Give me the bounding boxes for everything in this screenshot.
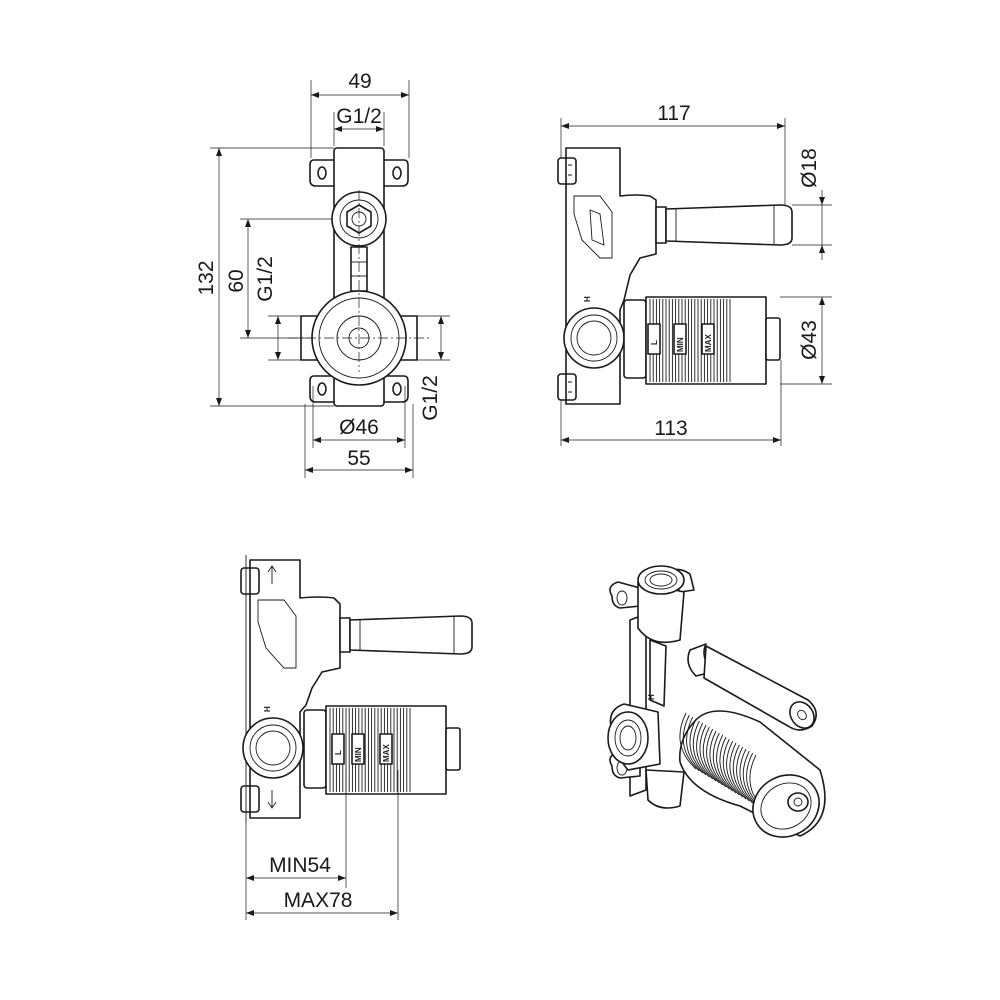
side-cartridge-cap — [765, 317, 781, 361]
cartridge-ridge — [699, 724, 717, 782]
install-cold-tag — [331, 733, 345, 765]
iso-hot-mark: H — [647, 694, 656, 700]
iso-top-body — [637, 581, 685, 644]
front-side-port-label: G1/2 — [254, 256, 277, 302]
side-rod — [665, 204, 793, 246]
cartridge-ridge — [729, 742, 747, 800]
side-view: L MIN MAX H 117 Ø18 Ø43 113 — [557, 102, 832, 446]
cartridge-ridge — [712, 732, 730, 790]
side-rod-diameter-label: Ø18 — [798, 148, 821, 188]
install-min-tag — [351, 733, 365, 765]
iso-view: H — [607, 565, 826, 838]
install-inlet — [242, 717, 304, 779]
install-cartridge-cap — [445, 727, 461, 771]
side-ear-bottom — [557, 373, 577, 401]
install-frame — [249, 559, 341, 819]
iso-cartridge-cap — [787, 792, 809, 812]
front-ear-hole — [392, 382, 402, 396]
front-view: 49 G1/2 132 60 G1/2 G1/2 — [195, 70, 450, 478]
front-ear-top-left — [309, 159, 335, 187]
front-ear-hole — [317, 382, 327, 396]
front-top-width-label: 49 — [348, 70, 371, 93]
side-ear-top — [557, 157, 577, 185]
side-max-mark: MAX — [704, 334, 713, 352]
install-ear-top — [240, 567, 260, 595]
cartridge-ridge — [732, 744, 750, 802]
cartridge-ridge — [736, 746, 753, 804]
side-cartridge-diameter-label: Ø43 — [798, 320, 821, 360]
install-rod — [349, 615, 473, 655]
front-ear-hole — [392, 166, 402, 180]
side-rod-collar — [655, 206, 667, 244]
install-rod-collar — [339, 617, 351, 653]
iso-rod — [703, 645, 817, 731]
cartridge-ridge — [679, 712, 697, 770]
install-max-mark: MAX — [382, 744, 391, 762]
front-body-diameter-label: Ø46 — [339, 416, 379, 439]
cartridge-ridge — [719, 736, 737, 794]
install-hot-mark: H — [263, 706, 272, 712]
side-max-tag — [701, 323, 715, 355]
arrow-down-icon — [267, 790, 277, 809]
cartridge-ridge — [682, 714, 700, 772]
cartridge-ridge — [706, 728, 723, 786]
cartridge-ridge — [689, 718, 707, 776]
side-cold-tag — [647, 323, 661, 355]
install-view: L MIN MAX H MIN54 MAX78 — [240, 555, 473, 920]
iso-neck — [649, 639, 667, 707]
front-bottom-width-label: 55 — [347, 447, 370, 470]
side-hot-mark: H — [583, 296, 592, 302]
install-cartridge-base — [303, 709, 327, 789]
install-max-depth-label: MAX78 — [284, 889, 353, 912]
front-total-height-label: 132 — [195, 260, 218, 295]
front-ear-top-right — [383, 159, 409, 187]
front-top-port-label: G1/2 — [336, 105, 382, 128]
front-ear-hole — [317, 166, 327, 180]
cartridge-ridge — [702, 726, 720, 784]
front-ear-bottom-right — [383, 375, 409, 403]
side-body-length-label: 113 — [654, 417, 687, 440]
iso-rod-end — [789, 701, 815, 729]
front-bottom-port-label: G1/2 — [419, 375, 442, 421]
front-frame — [333, 147, 385, 407]
cartridge-ridge — [722, 738, 740, 796]
side-overall-length-label: 117 — [657, 102, 690, 125]
side-min-tag — [673, 323, 687, 355]
side-cartridge-base — [623, 299, 647, 379]
cartridge-ridge — [696, 722, 713, 780]
install-max-tag — [379, 733, 393, 765]
side-inlet — [563, 307, 625, 369]
iso-top-outlet — [637, 565, 685, 595]
arrow-up-icon — [267, 565, 277, 584]
iso-lower-body — [645, 769, 685, 809]
side-cold-mark: L — [650, 340, 659, 345]
cartridge-ridge — [726, 740, 743, 798]
install-ear-bottom — [240, 785, 260, 813]
install-cold-mark: L — [334, 750, 343, 755]
side-min-mark: MIN — [676, 337, 685, 352]
cartridge-ridge — [709, 730, 727, 788]
cartridge-ridge — [739, 748, 757, 806]
front-centre-spacing-label: 60 — [225, 269, 248, 292]
front-ear-bottom-left — [309, 375, 335, 403]
install-min-depth-label: MIN54 — [269, 854, 331, 877]
side-frame — [565, 147, 657, 405]
cartridge-ridge — [716, 734, 733, 792]
iso-side-inlet — [607, 711, 649, 765]
cartridge-ridge — [692, 720, 710, 778]
install-min-mark: MIN — [354, 747, 363, 762]
cartridge-ridge — [686, 716, 703, 774]
